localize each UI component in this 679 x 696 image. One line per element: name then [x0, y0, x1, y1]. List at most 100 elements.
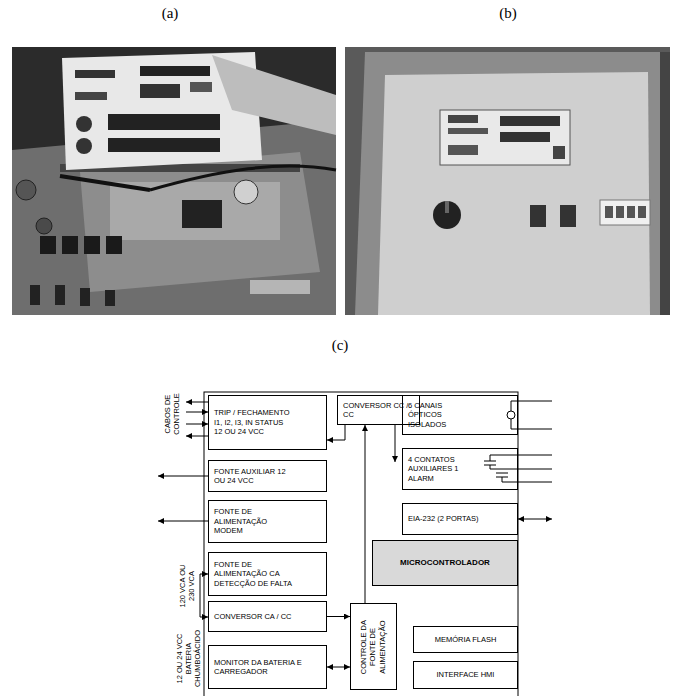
relay — [40, 236, 56, 254]
relay — [84, 236, 100, 254]
serial-wire — [518, 519, 552, 520]
terminal — [616, 206, 624, 218]
box-text: CONVERSOR CA / CC — [214, 612, 292, 621]
component — [105, 290, 115, 306]
processor-box: MICROCONTROLADOR — [372, 540, 518, 586]
box-text: MONITOR DA BATERIA E CARREGADOR — [214, 658, 304, 677]
output-wire — [158, 476, 208, 477]
faceplate — [440, 110, 570, 165]
converter-box: CONVERSOR CA / CC — [208, 601, 327, 632]
box-text: FONTE DE ALIMENTAÇÃO MODEM — [214, 507, 294, 535]
output-wire — [158, 521, 208, 522]
photo-enclosure — [345, 47, 670, 315]
panel-mark — [108, 138, 220, 152]
signal-label: CABOS DE CONTROLE — [163, 390, 181, 438]
box-text: FONTE AUXILIAR 12 OU 24 VCC — [214, 467, 294, 486]
contact-wire — [518, 469, 552, 470]
socket — [560, 205, 576, 227]
power-wire — [395, 425, 396, 462]
panel-mark — [448, 145, 478, 155]
board-marking — [250, 280, 310, 294]
panel-mark — [76, 138, 92, 154]
converter-box: CONVERSOR CC / CC — [337, 395, 420, 425]
photo-board — [12, 47, 336, 315]
panel-mark — [108, 114, 220, 130]
io-box: 6 CANAIS ÓPTICOS ISOLADOS — [402, 395, 518, 435]
circuit-board — [12, 120, 336, 315]
connector-arrow — [327, 667, 350, 668]
chip — [182, 200, 222, 228]
memory-box: MEMÓRIA FLASH — [413, 626, 518, 653]
round-component — [234, 180, 258, 204]
connector-arrow — [327, 616, 350, 617]
probe — [60, 176, 150, 190]
interface-box: INTERFACE HMI — [413, 661, 518, 689]
terminal — [627, 206, 635, 218]
io-box: EIA-232 (2 PORTAS) — [402, 503, 518, 535]
ac-input-wire — [200, 617, 208, 618]
box-text: MEMÓRIA FLASH — [435, 635, 497, 644]
enclosure-panel — [378, 72, 650, 315]
optical-symbol — [507, 411, 515, 419]
io-box: 4 CONTATOS AUXILIARES 1 ALARM — [402, 448, 518, 490]
terminal — [605, 206, 613, 218]
panel-mark — [190, 82, 212, 92]
capacitor — [16, 180, 36, 200]
control-wire — [186, 412, 208, 413]
daughter-board — [80, 152, 320, 292]
control-wire — [186, 402, 208, 403]
capacitor — [36, 218, 52, 234]
box-text: 6 CANAIS ÓPTICOS ISOLADOS — [408, 401, 468, 429]
supply-box: FONTE DE ALIMENTAÇÃO CA DETECÇÃO DE FALT… — [208, 552, 327, 596]
socket — [530, 205, 546, 227]
panel-mark — [140, 66, 210, 76]
knob — [433, 201, 461, 229]
contact-wire — [518, 482, 552, 483]
terminal-block — [600, 200, 650, 225]
control-box: CONTROLE DA FONTE DE ALIMENTAÇÃO — [350, 603, 397, 690]
box-text: 4 CONTATOS AUXILIARES 1 ALARM — [408, 455, 463, 483]
block-diagram-wiring — [158, 392, 552, 696]
photo-background — [12, 47, 336, 315]
supply-box: FONTE AUXILIAR 12 OU 24 VCC — [208, 460, 327, 492]
process-box: TRIP / FECHAMENTO I1, I2, I3, IN STATUS … — [208, 395, 327, 450]
monitor-box: MONITOR DA BATERIA E CARREGADOR — [208, 645, 327, 689]
control-wire — [186, 436, 208, 437]
ribbon-cable — [212, 55, 336, 135]
component — [55, 285, 65, 305]
panel-mark — [448, 128, 488, 134]
photo-background — [345, 47, 670, 315]
component — [30, 285, 40, 305]
contact-wire — [518, 455, 552, 456]
signal-label: 12 OU 24 VCC BATERIA CHUMBOÁCIDO — [175, 625, 202, 691]
ac-input-wire — [200, 574, 201, 617]
box-text: CONTROLE DA FONTE DE ALIMENTAÇÃO — [359, 607, 387, 686]
terminal — [638, 206, 646, 218]
panel-mark — [76, 116, 92, 132]
panel-mark — [140, 84, 180, 98]
panel-mark — [448, 115, 478, 123]
box-text: INTERFACE HMI — [437, 670, 495, 679]
hinge-edge — [660, 52, 670, 315]
panel-mark — [500, 116, 560, 126]
panel-letter: (b) — [488, 4, 528, 22]
box-text: CONVERSOR CC / CC — [343, 401, 414, 420]
optical-wire — [518, 401, 552, 402]
control-wire — [186, 424, 208, 425]
panel-mark — [75, 92, 107, 100]
enclosure-outline — [204, 392, 518, 696]
relay — [62, 236, 78, 254]
box-text: FONTE DE ALIMENTAÇÃO CA DETECÇÃO DE FALT… — [214, 560, 304, 588]
ac-input-wire — [200, 574, 208, 575]
signal-label: 120 VCA OU 230 VCA — [178, 560, 196, 612]
logo — [553, 146, 565, 159]
panel-mark — [75, 70, 115, 78]
panel-letter: (c) — [320, 336, 360, 354]
supply-box: FONTE DE ALIMENTAÇÃO MODEM — [208, 500, 327, 543]
component — [80, 288, 90, 306]
connector-arrow — [365, 425, 366, 603]
connector-arrow — [327, 425, 345, 440]
box-text: TRIP / FECHAMENTO I1, I2, I3, IN STATUS … — [214, 408, 292, 436]
relay — [106, 236, 122, 254]
